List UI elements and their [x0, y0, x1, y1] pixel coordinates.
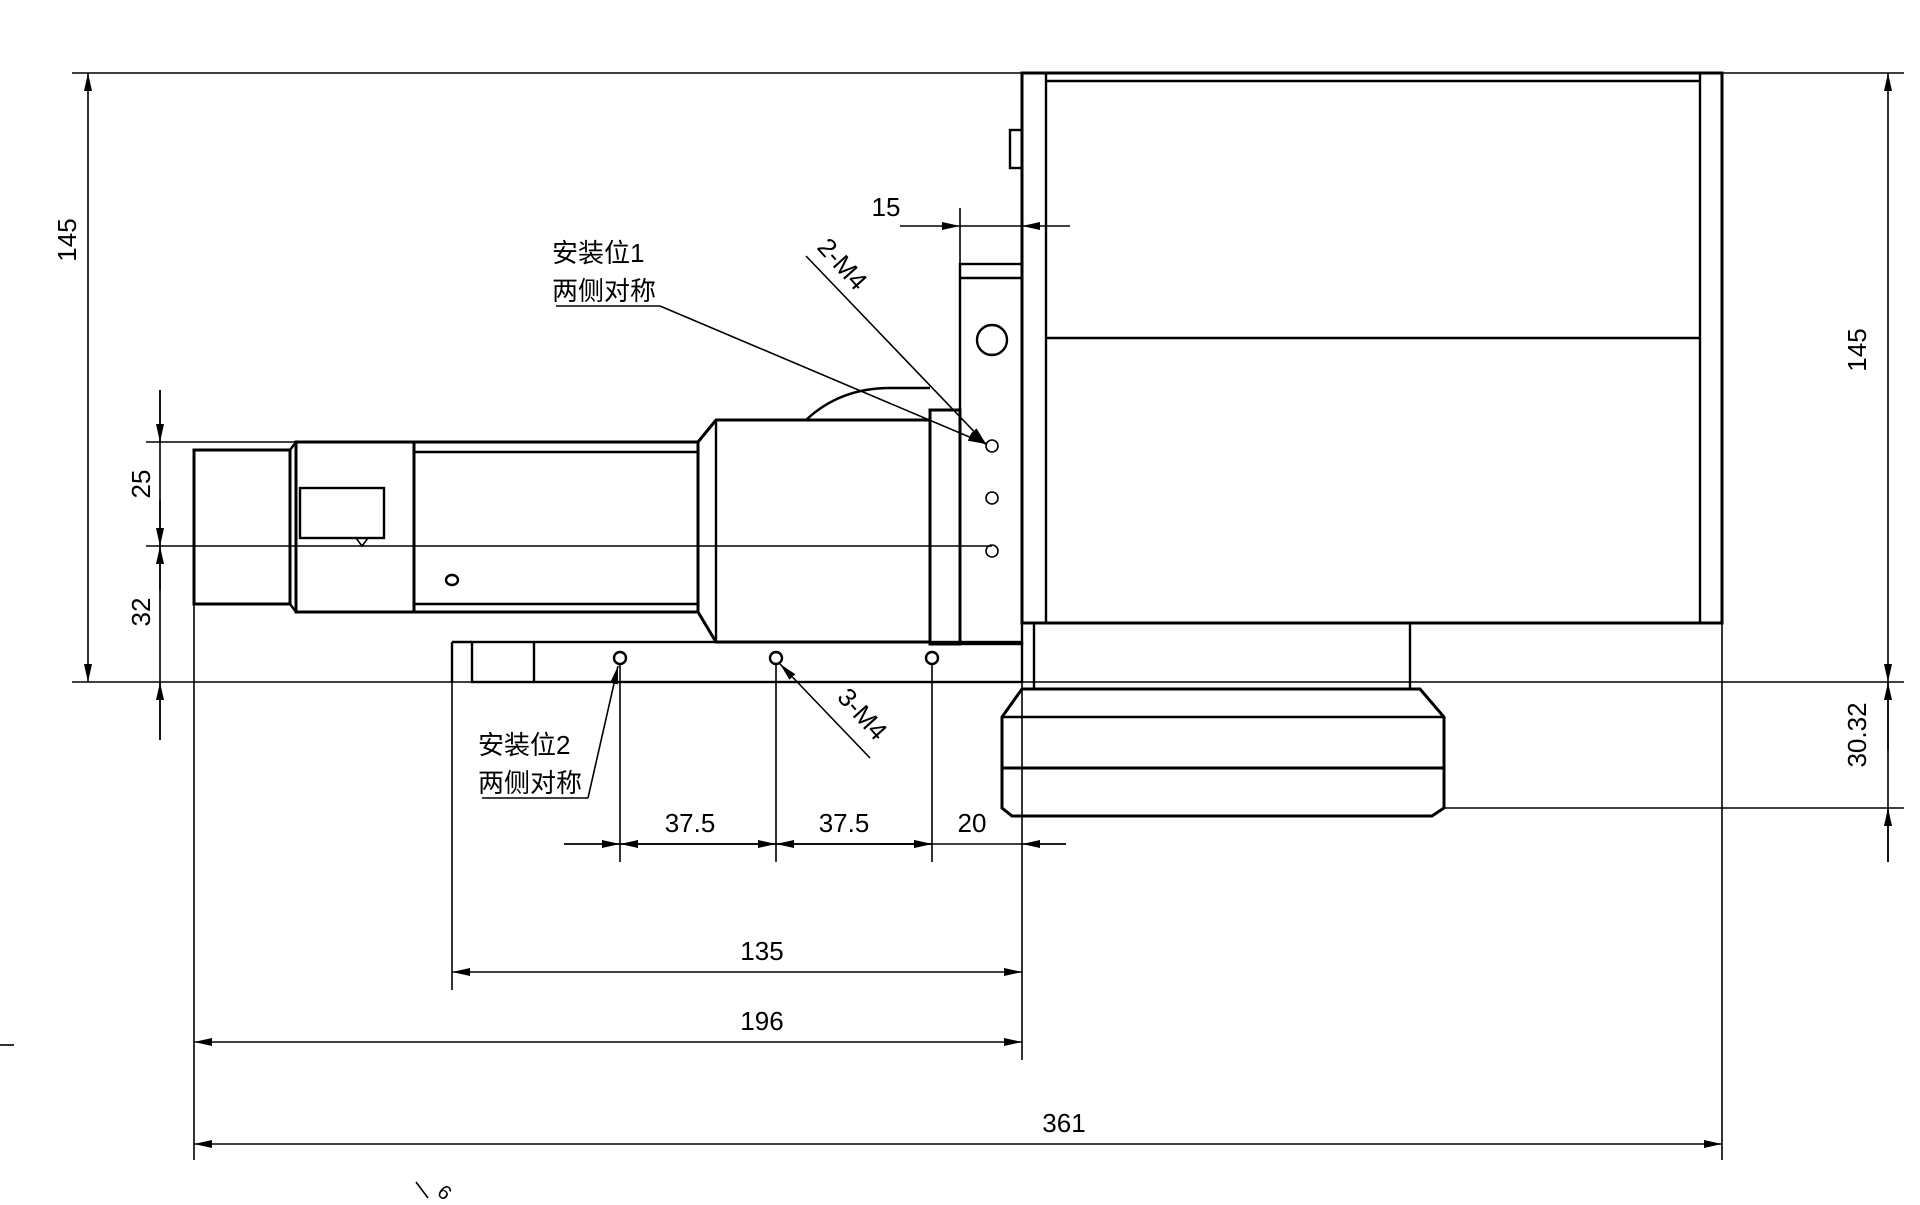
dim-25: 25	[126, 470, 156, 499]
dim-361: 361	[1042, 1108, 1085, 1138]
annotation-notes: 安装位1 两侧对称 安装位2 两侧对称 2-M4 3-M4 6	[0, 232, 894, 1205]
mount1-label: 安装位1	[552, 238, 644, 268]
dimension-lines	[84, 73, 1892, 1148]
laser-tube	[192, 386, 962, 646]
dim-135: 135	[740, 936, 783, 966]
scan-head	[1000, 621, 1446, 818]
dim-145-right: 145	[1842, 328, 1872, 371]
dim-30-32: 30.32	[1842, 702, 1872, 767]
dim-15: 15	[872, 192, 901, 222]
main-housing	[1008, 71, 1724, 625]
dim-37-5-a: 37.5	[665, 808, 716, 838]
dim-145-left: 145	[52, 218, 82, 261]
dim-196: 196	[740, 1006, 783, 1036]
dim-20: 20	[958, 808, 987, 838]
dimension-labels: 145 145 30.32 25 32 15 37.5 37.5 20 135 …	[52, 192, 1872, 1138]
mounting-plate	[958, 262, 1024, 646]
leader-lines	[482, 255, 987, 799]
thread-2-m4-label: 2-M4	[812, 232, 874, 296]
dim-32: 32	[126, 598, 156, 627]
extension-lines	[72, 72, 1904, 1160]
base-rail	[450, 640, 1024, 684]
corner-mark: 6	[433, 1181, 456, 1200]
mount2-symmetric-label: 两侧对称	[478, 768, 582, 798]
mount1-symmetric-label: 两侧对称	[552, 276, 656, 306]
thread-3-m4-label: 3-M4	[832, 682, 894, 746]
mount2-label: 安装位2	[478, 730, 570, 760]
dim-37-5-b: 37.5	[819, 808, 870, 838]
